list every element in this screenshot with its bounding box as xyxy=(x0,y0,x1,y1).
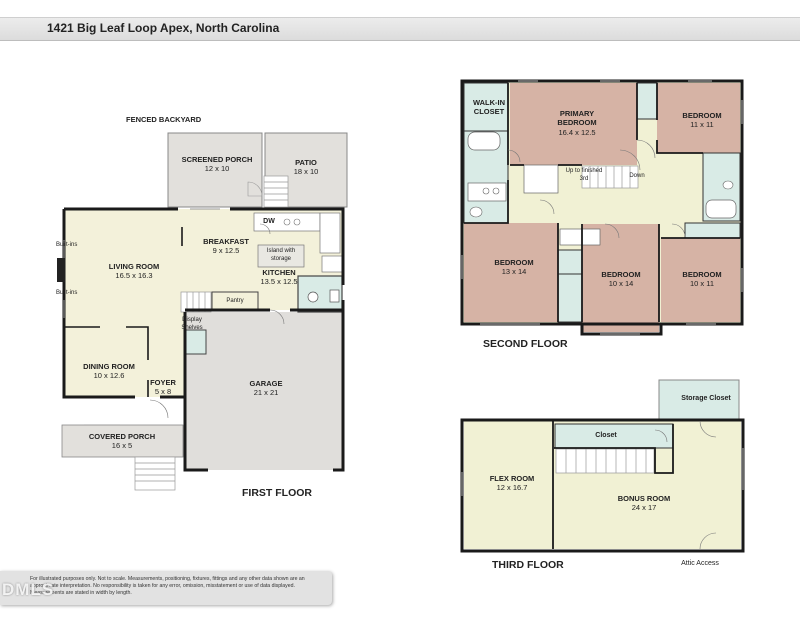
bedroom-ne-name: BEDROOM xyxy=(682,111,722,120)
bedroom-w-name: BEDROOM xyxy=(494,258,534,267)
bonus-room-dims: 24 x 17 xyxy=(631,503,657,513)
storage-closet-label: Storage Closet xyxy=(681,395,731,402)
screened-porch-area xyxy=(167,132,263,208)
down-label: Down xyxy=(629,173,645,179)
foyer-dims: 5 x 8 xyxy=(154,387,172,397)
third-floor-title: THIRD FLOOR xyxy=(492,559,564,571)
breakfast-dims: 9 x 12.5 xyxy=(212,246,240,256)
patio-name: PATIO xyxy=(295,158,317,167)
screened-porch-name: SCREENED PORCH xyxy=(181,155,253,164)
primary-bedroom-dims: 16.4 x 12.5 xyxy=(558,127,596,137)
first-floor-plan xyxy=(57,132,348,491)
walk-in-closet-label: WALK-IN CLOSET xyxy=(472,98,506,117)
bonus-room-name: BONUS ROOM xyxy=(617,494,671,503)
garage-name: GARAGE xyxy=(249,379,283,388)
covered-porch-dims: 16 x 5 xyxy=(111,441,133,451)
dmls-watermark: DMLS xyxy=(2,580,55,599)
primary-bedroom-name: PRIMARY BEDROOM xyxy=(557,109,597,128)
attic-access-label: Attic Access xyxy=(681,560,719,567)
address-title: 1421 Big Leaf Loop Apex, North Carolina xyxy=(47,21,280,35)
flex-room-area xyxy=(464,421,553,549)
address-header: 1421 Big Leaf Loop Apex, North Carolina xyxy=(0,17,800,41)
living-room-dims: 16.5 x 16.3 xyxy=(115,271,153,281)
bedroom-w-dims: 13 x 14 xyxy=(501,267,527,277)
fenced-backyard-label: FENCED BACKYARD xyxy=(126,115,202,124)
flex-room-name: FLEX ROOM xyxy=(489,474,535,483)
bedroom-ne-dims: 11 x 11 xyxy=(690,120,714,130)
island-label: Island with storage xyxy=(266,248,296,262)
dining-room-dims: 10 x 12.6 xyxy=(93,371,125,381)
patio-dims: 18 x 10 xyxy=(293,167,319,177)
disclaimer-text: For illustrated purposes only. Not to sc… xyxy=(30,576,305,597)
dining-room-name: DINING ROOM xyxy=(83,362,135,371)
covered-porch-area xyxy=(61,424,184,458)
second-floor-plan xyxy=(460,79,744,336)
bedroom-c-name: BEDROOM xyxy=(601,270,641,279)
bedroom-c-dims: 10 x 14 xyxy=(608,279,634,289)
bedroom-w-area xyxy=(464,223,558,322)
up-to-third-label: Up to finished 3rd xyxy=(565,168,603,182)
patio-area xyxy=(264,132,348,208)
second-floor-title: SECOND FLOOR xyxy=(483,338,568,350)
garage-floor xyxy=(185,312,343,470)
screened-porch-dims: 12 x 10 xyxy=(204,164,230,174)
garage-dims: 21 x 21 xyxy=(253,388,279,398)
covered-porch-name: COVERED PORCH xyxy=(88,432,156,441)
third-floor-plan xyxy=(460,379,745,553)
kitchen-name: KITCHEN xyxy=(262,268,296,277)
bedroom-ne-area xyxy=(657,83,740,153)
foyer-name: FOYER xyxy=(150,378,176,387)
bedroom-e-area xyxy=(661,238,740,322)
disclaimer-box: For illustrated purposes only. Not to sc… xyxy=(0,571,332,605)
flex-room-dims: 12 x 16.7 xyxy=(496,483,528,493)
storage-closet-area xyxy=(658,379,740,421)
living-room-name: LIVING ROOM xyxy=(108,262,160,271)
kitchen-dims: 13.5 x 12.5 xyxy=(260,277,298,287)
built-ins-top-label: Built-ins xyxy=(56,242,78,248)
display-shelves-label: Display Shelves xyxy=(181,317,203,331)
bedroom-e-dims: 10 x 11 xyxy=(689,279,715,289)
built-ins-bottom-label: Built-ins xyxy=(56,290,78,296)
bedroom-e-name: BEDROOM xyxy=(682,270,722,279)
first-floor-title: FIRST FLOOR xyxy=(242,487,312,499)
dishwasher-label: DW xyxy=(263,218,275,225)
closet-label: Closet xyxy=(595,432,617,439)
primary-bedroom-area xyxy=(510,83,637,165)
pantry-label: Pantry xyxy=(226,298,244,304)
breakfast-name: BREAKFAST xyxy=(203,237,249,246)
